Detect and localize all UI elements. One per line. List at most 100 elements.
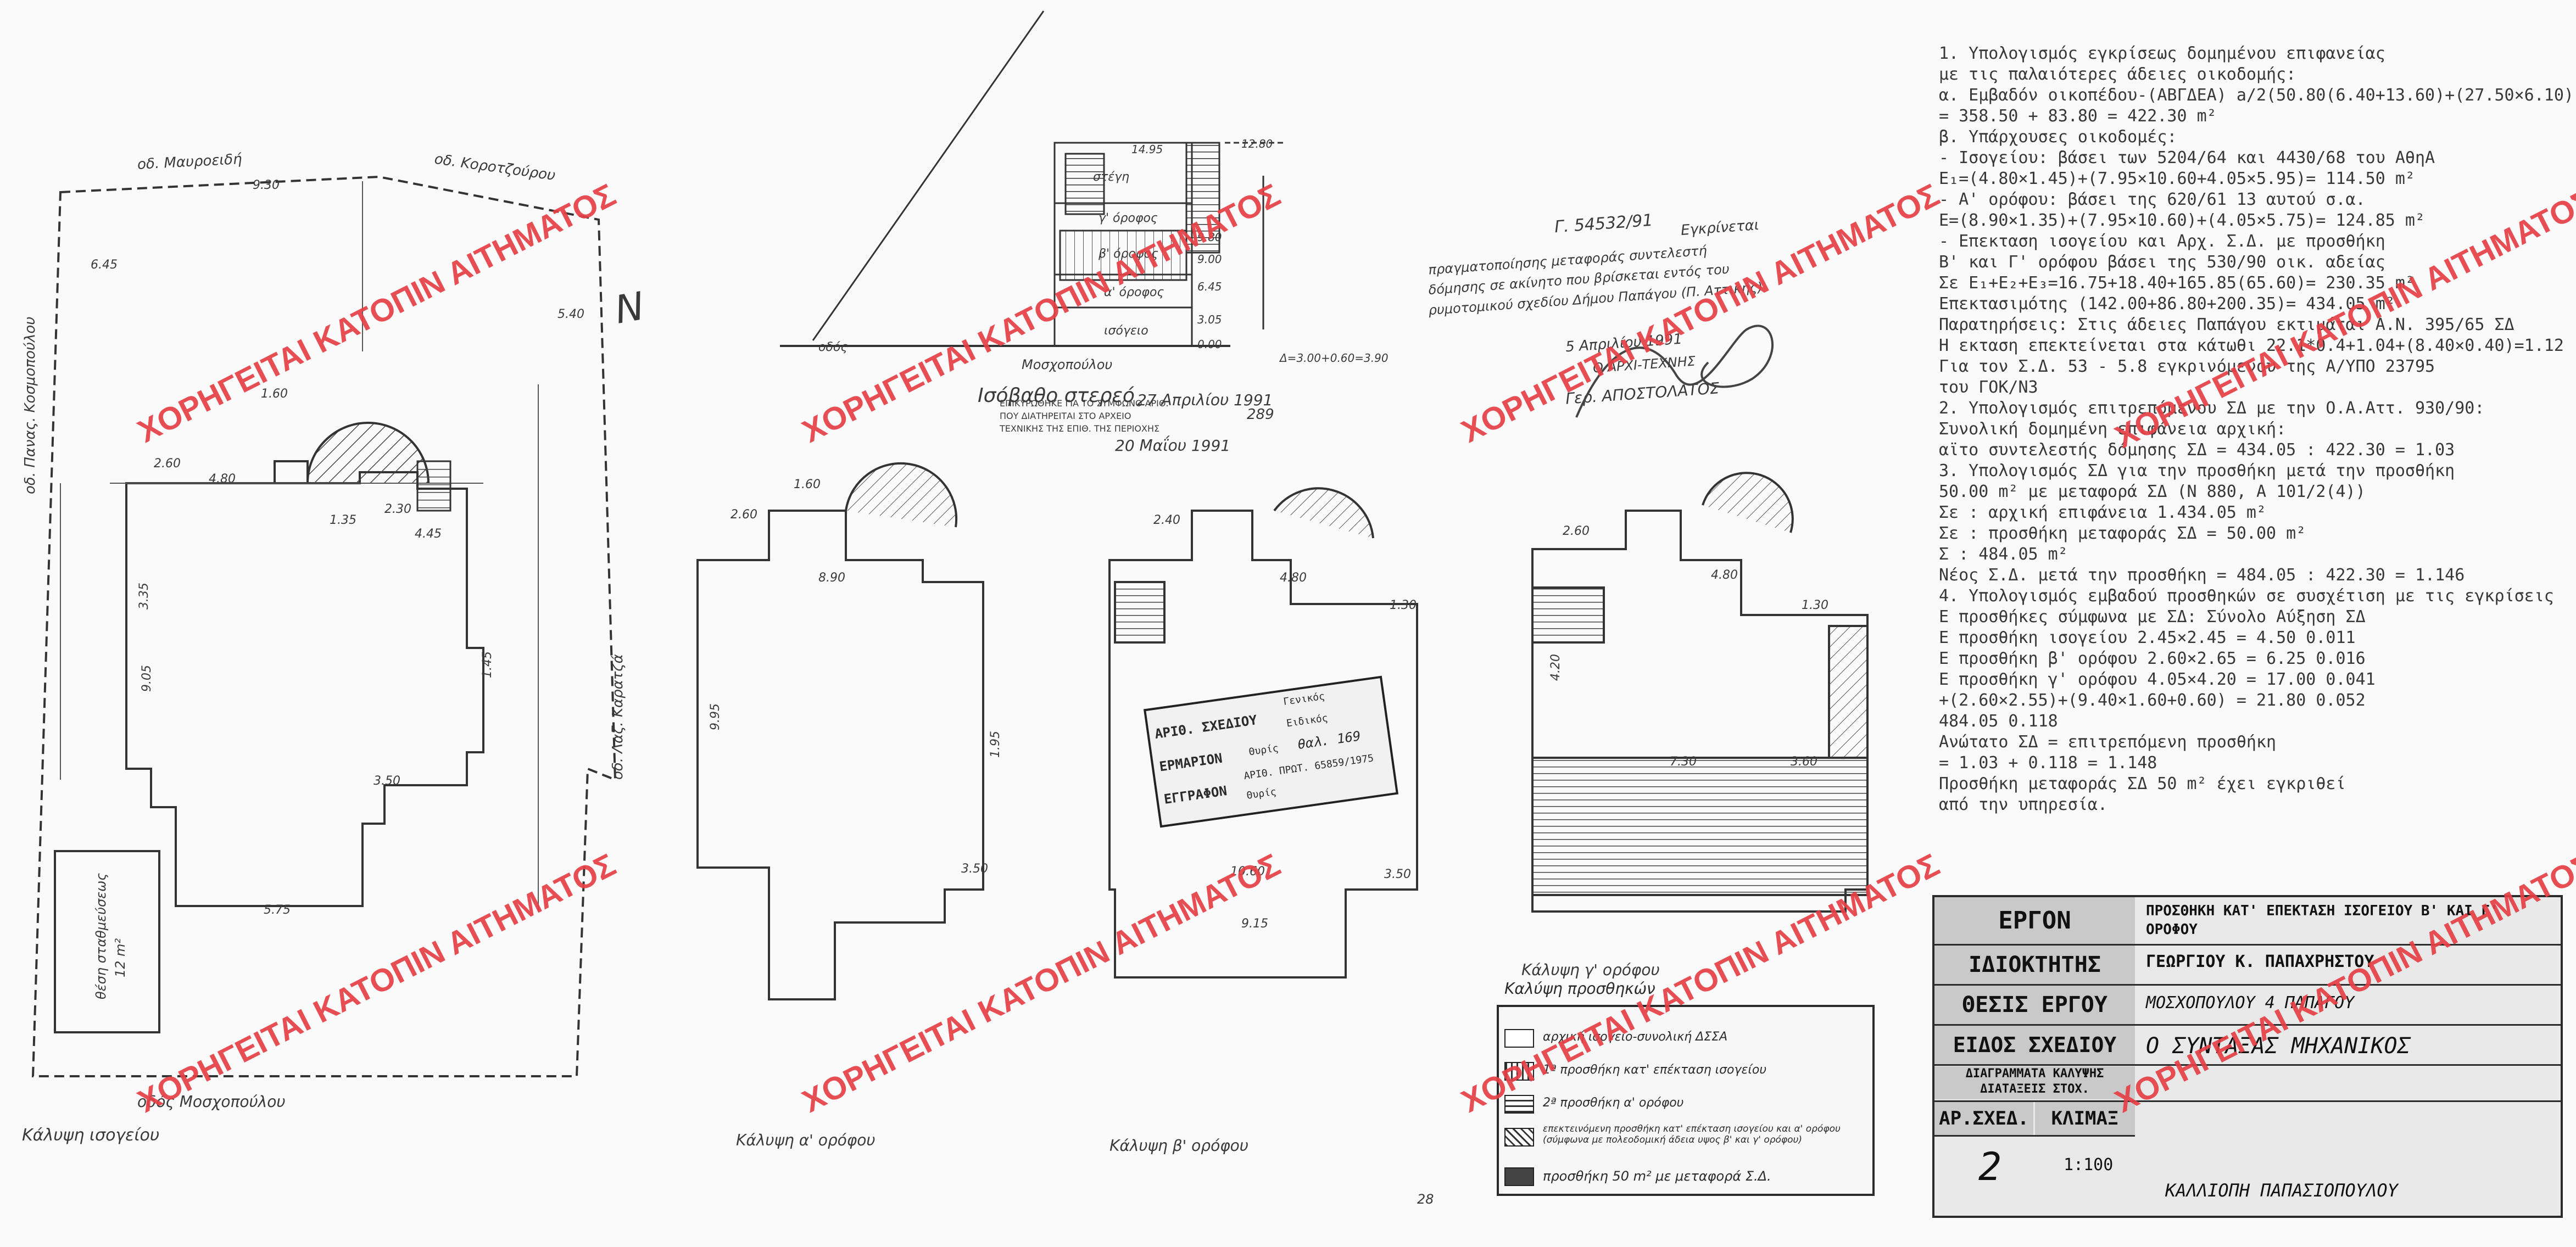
plan-b-dim-0: 4.80 bbox=[1280, 571, 1307, 585]
section-height-2: 9.80 bbox=[1197, 231, 1222, 244]
approval-line2: ΠΟΥ ΔΙΑΤΗΡΕΙΤΑΙ ΣΤΟ ΑΡΧΕΙΟ bbox=[1000, 411, 1131, 421]
calc-line: 50.00 m² με μεταφορά ΣΔ (Ν 880, Α 101/2(… bbox=[1939, 482, 2366, 501]
calc-line: Η εκταση επεκτείνεται στα κάτωθι 22.1*0.… bbox=[1939, 336, 2564, 355]
section-height-5: 3.05 bbox=[1197, 313, 1222, 326]
tb-value-owner: ΓΕΩΡΓΙΟΥ Κ. ΠΑΠΑΧΡΗΣΤΟΥ bbox=[2146, 952, 2374, 971]
calc-line: 1. Υπολογισμός εγκρίσεως δομημένου επιφα… bbox=[1939, 44, 2385, 63]
plan-c-dim-2: 4.20 bbox=[1549, 654, 1563, 681]
legend-item-0: αρχική ισογειο-συνολική ΔΣΣΑ bbox=[1543, 1030, 1728, 1044]
tb-label-project: ΕΡΓΟΝ bbox=[1934, 897, 2135, 944]
site-dim-3: 6.45 bbox=[91, 258, 118, 272]
calc-line: Ε=(8.90×1.35)+(7.95×10.60)+(4.05×5.75)= … bbox=[1939, 211, 2426, 230]
calc-line: Νέος Σ.Δ. μετά την προσθήκη = 484.05 : 4… bbox=[1939, 566, 2465, 585]
stamp-row3a: ΑΡΙΘ. ΠΡΩΤ. 65859/1975 bbox=[1243, 752, 1375, 782]
section-formula: Δ=3.00+0.60=3.90 bbox=[1280, 351, 1389, 365]
approval-line1: ΕΠΙΚΥΡΩΘΗΚΕ ΓΙΑ ΤΟ ΣΥΜΦΩΝΟ ΑΡΙΘ. bbox=[1000, 398, 1169, 409]
site-dim-9: 4.45 bbox=[415, 527, 442, 541]
legend-box: Καλύψη προσθηκών αρχική ισογειο-συνολική… bbox=[1497, 980, 1875, 1196]
plan-a-dim-3: 9.95 bbox=[709, 703, 722, 730]
parking-area: 12 m² bbox=[113, 938, 128, 977]
site-dim-6: 2.60 bbox=[154, 457, 181, 471]
plan-a-dim-0: 8.90 bbox=[818, 571, 845, 585]
calc-line: 3. Υπολογισμός ΣΔ για την προσθήκη μετά … bbox=[1939, 461, 2455, 480]
site-dim-0: 4.80 bbox=[209, 472, 236, 486]
calc-line: - Α' ορόφου: βάσει της 620/61 13 αυτού σ… bbox=[1939, 190, 2366, 209]
section-label-ground: ισόγειο bbox=[1104, 324, 1148, 338]
legend-item-3: επεκτεινόμενη προσθήκη κατ' επέκταση ισο… bbox=[1543, 1123, 1841, 1145]
calc-line: Σ : 484.05 m² bbox=[1939, 545, 2068, 564]
section-label-floor1: α' όροφος bbox=[1104, 286, 1164, 299]
tb-engineer: ΚΑΛΛΙΟΠΗ ΠΑΠΑΣΙΟΠΟΥΛΟΥ bbox=[2165, 1180, 2398, 1201]
tb-divider bbox=[1934, 984, 2561, 986]
tb-label-owner: ΙΔΙΟΚΤΗΤΗΣ bbox=[1934, 946, 2135, 984]
stamp-row3b: Θυρίς bbox=[1246, 786, 1277, 802]
tb-divider bbox=[1934, 944, 2561, 946]
tb-value-project: ΠΡΟΣΘΗΚΗ ΚΑΤ' ΕΠΕΚΤΑΣΗ ΙΣΟΓΕΙΟΥ Β' ΚΑΙ Γ… bbox=[2146, 903, 2499, 938]
tb-value-engineer-title: Ο ΣΥΝΤΑΞΑΣ ΜΗΧΑΝΙΚΟΣ bbox=[2146, 1033, 2411, 1059]
site-dim-8: 2.30 bbox=[384, 502, 411, 516]
approval-date: 27 Απριλίου 1991 bbox=[1137, 391, 1273, 409]
calc-line: Για τον Σ.Δ. 53 - 5.8 εγκρινόμενου της Α… bbox=[1939, 357, 2435, 376]
calc-line: Ε προσθήκες σύμφωνα με ΣΔ: Σύνολο Αύξηση… bbox=[1939, 607, 2366, 627]
calc-line: = 1.03 + 0.118 = 1.148 bbox=[1939, 753, 2157, 773]
legend-item-2: 2ª προσθήκη α' ορόφου bbox=[1543, 1096, 1684, 1110]
plan-a-dim-5: 1.95 bbox=[989, 731, 1002, 758]
plan-a-dim-2: 2.60 bbox=[731, 508, 757, 522]
section-label-roof: στέγη bbox=[1093, 170, 1130, 184]
site-plan-caption: Κάλυψη ισογείου bbox=[22, 1126, 160, 1145]
calc-line: Ε προσθήκη β' ορόφου 2.60×2.65 = 6.25 0.… bbox=[1939, 649, 2366, 668]
calc-line: Ανώτατο ΣΔ = επιτρεπόμενη προσθήκη bbox=[1939, 732, 2277, 752]
calc-line: Ε προσθήκη ισογείου 2.45×2.45 = 4.50 0.0… bbox=[1939, 628, 2356, 647]
calc-line: - Ισογείου: βάσει των 5204/64 και 4430/6… bbox=[1939, 148, 2435, 167]
plan-b-dim-1: 2.40 bbox=[1153, 513, 1180, 527]
site-dim-7: 5.75 bbox=[264, 903, 291, 917]
tb-scale: 1:100 bbox=[2064, 1155, 2114, 1175]
street-label-right: οδ. Λαζ. Καρατζά bbox=[610, 654, 626, 780]
tb-divider bbox=[1934, 1100, 2561, 1102]
plan-c-dim-1: 4.80 bbox=[1711, 568, 1738, 582]
site-dim-12: 1.45 bbox=[481, 651, 494, 678]
calc-line: - Επεκταση ισογείου και Αρχ. Σ.Δ. με προ… bbox=[1939, 232, 2385, 251]
stamp-row1: ΑΡΙΘ. ΣΧΕΔΙΟΥ bbox=[1153, 712, 1258, 742]
approval-date2: 20 Μαΐου 1991 bbox=[1115, 437, 1231, 455]
calc-line: Συνολική δομημένη επιφάνεια αρχική: bbox=[1939, 420, 2287, 439]
stamp-row1b: Ειδικός bbox=[1285, 712, 1329, 730]
tb-divider bbox=[1934, 1024, 2561, 1026]
site-dim-13: 3.50 bbox=[373, 774, 400, 788]
note-ref: Γ. 54532/91 bbox=[1553, 210, 1654, 237]
floor-plans bbox=[696, 462, 1869, 1000]
plan-c-dim-3: 7.30 bbox=[1670, 755, 1697, 769]
stamp-row1a: Γενικός bbox=[1283, 690, 1326, 708]
calc-line: Σε Ε₁+Ε₂+Ε₃=16.75+18.40+165.85(65.60)= 2… bbox=[1939, 273, 2415, 293]
calc-line: Ε₁=(4.80×1.45)+(7.95×10.60+4.05×5.95)= 1… bbox=[1939, 169, 2415, 188]
plan-b-dim-5: 1.30 bbox=[1390, 599, 1417, 612]
stamp-row3: ΕΓΓΡΑΦΟΝ bbox=[1163, 783, 1228, 807]
calc-line: με τις παλαιότερες άδειες οικοδομής: bbox=[1939, 65, 2296, 84]
legend-swatch-3 bbox=[1504, 1128, 1534, 1147]
section-label-floor2: β' όροφος bbox=[1099, 247, 1158, 261]
legend-item-1: 1ª προσθήκη κατ' επέκταση ισογείου bbox=[1543, 1063, 1767, 1077]
calc-line: α. Εμβαδόν οικοπέδου-(ΑΒΓΔΕΑ) a/2(50.80(… bbox=[1939, 86, 2576, 105]
section-caption: Ισόβαθο στερεό bbox=[978, 384, 1135, 407]
legend-item-4: προσθήκη 50 m² με μεταφορά Σ.Δ. bbox=[1543, 1168, 1771, 1184]
calc-line: 2. Υπολογισμός επιτρεπόμενου ΣΔ με την Ο… bbox=[1939, 399, 2485, 418]
parking-label: θέση σταθμεύσεως bbox=[93, 873, 109, 999]
legend-swatch-2 bbox=[1504, 1095, 1534, 1114]
legend-swatch-4 bbox=[1504, 1167, 1534, 1186]
stamp-row2a: Θυρίς bbox=[1248, 742, 1279, 758]
tb-label-type: ΕΙΔΟΣ ΣΧΕΔΙΟΥ bbox=[1934, 1026, 2135, 1064]
plan-a-caption: Κάλυψη α' ορόφου bbox=[736, 1131, 876, 1149]
plan-b-dim-2: 10.60 bbox=[1230, 865, 1265, 879]
section-road: οδός bbox=[818, 340, 848, 354]
approval-line3: ΤΕΧΝΙΚΗΣ ΤΗΣ ΕΠΙΘ. ΤΗΣ ΠΕΡΙΟΧΗΣ bbox=[1000, 423, 1160, 434]
title-block: ΕΡΓΟΝ ΠΡΟΣΘΗΚΗ ΚΑΤ' ΕΠΕΚΤΑΣΗ ΙΣΟΓΕΙΟΥ Β'… bbox=[1932, 895, 2563, 1218]
section-height-6: 0.00 bbox=[1197, 338, 1222, 351]
calc-line: Προσθήκη μεταφοράς ΣΔ 50 m² έχει εγκριθε… bbox=[1939, 774, 2346, 793]
calc-line: από την υπηρεσία. bbox=[1939, 795, 2108, 814]
plan-c-dim-0: 2.60 bbox=[1563, 524, 1590, 538]
signature-scribble bbox=[1575, 325, 1774, 418]
page-footer: 28 bbox=[1417, 1192, 1434, 1207]
site-dim-5: 1.60 bbox=[261, 387, 288, 401]
calc-line: β. Υπάρχουσες οικοδομές: bbox=[1939, 127, 2177, 147]
